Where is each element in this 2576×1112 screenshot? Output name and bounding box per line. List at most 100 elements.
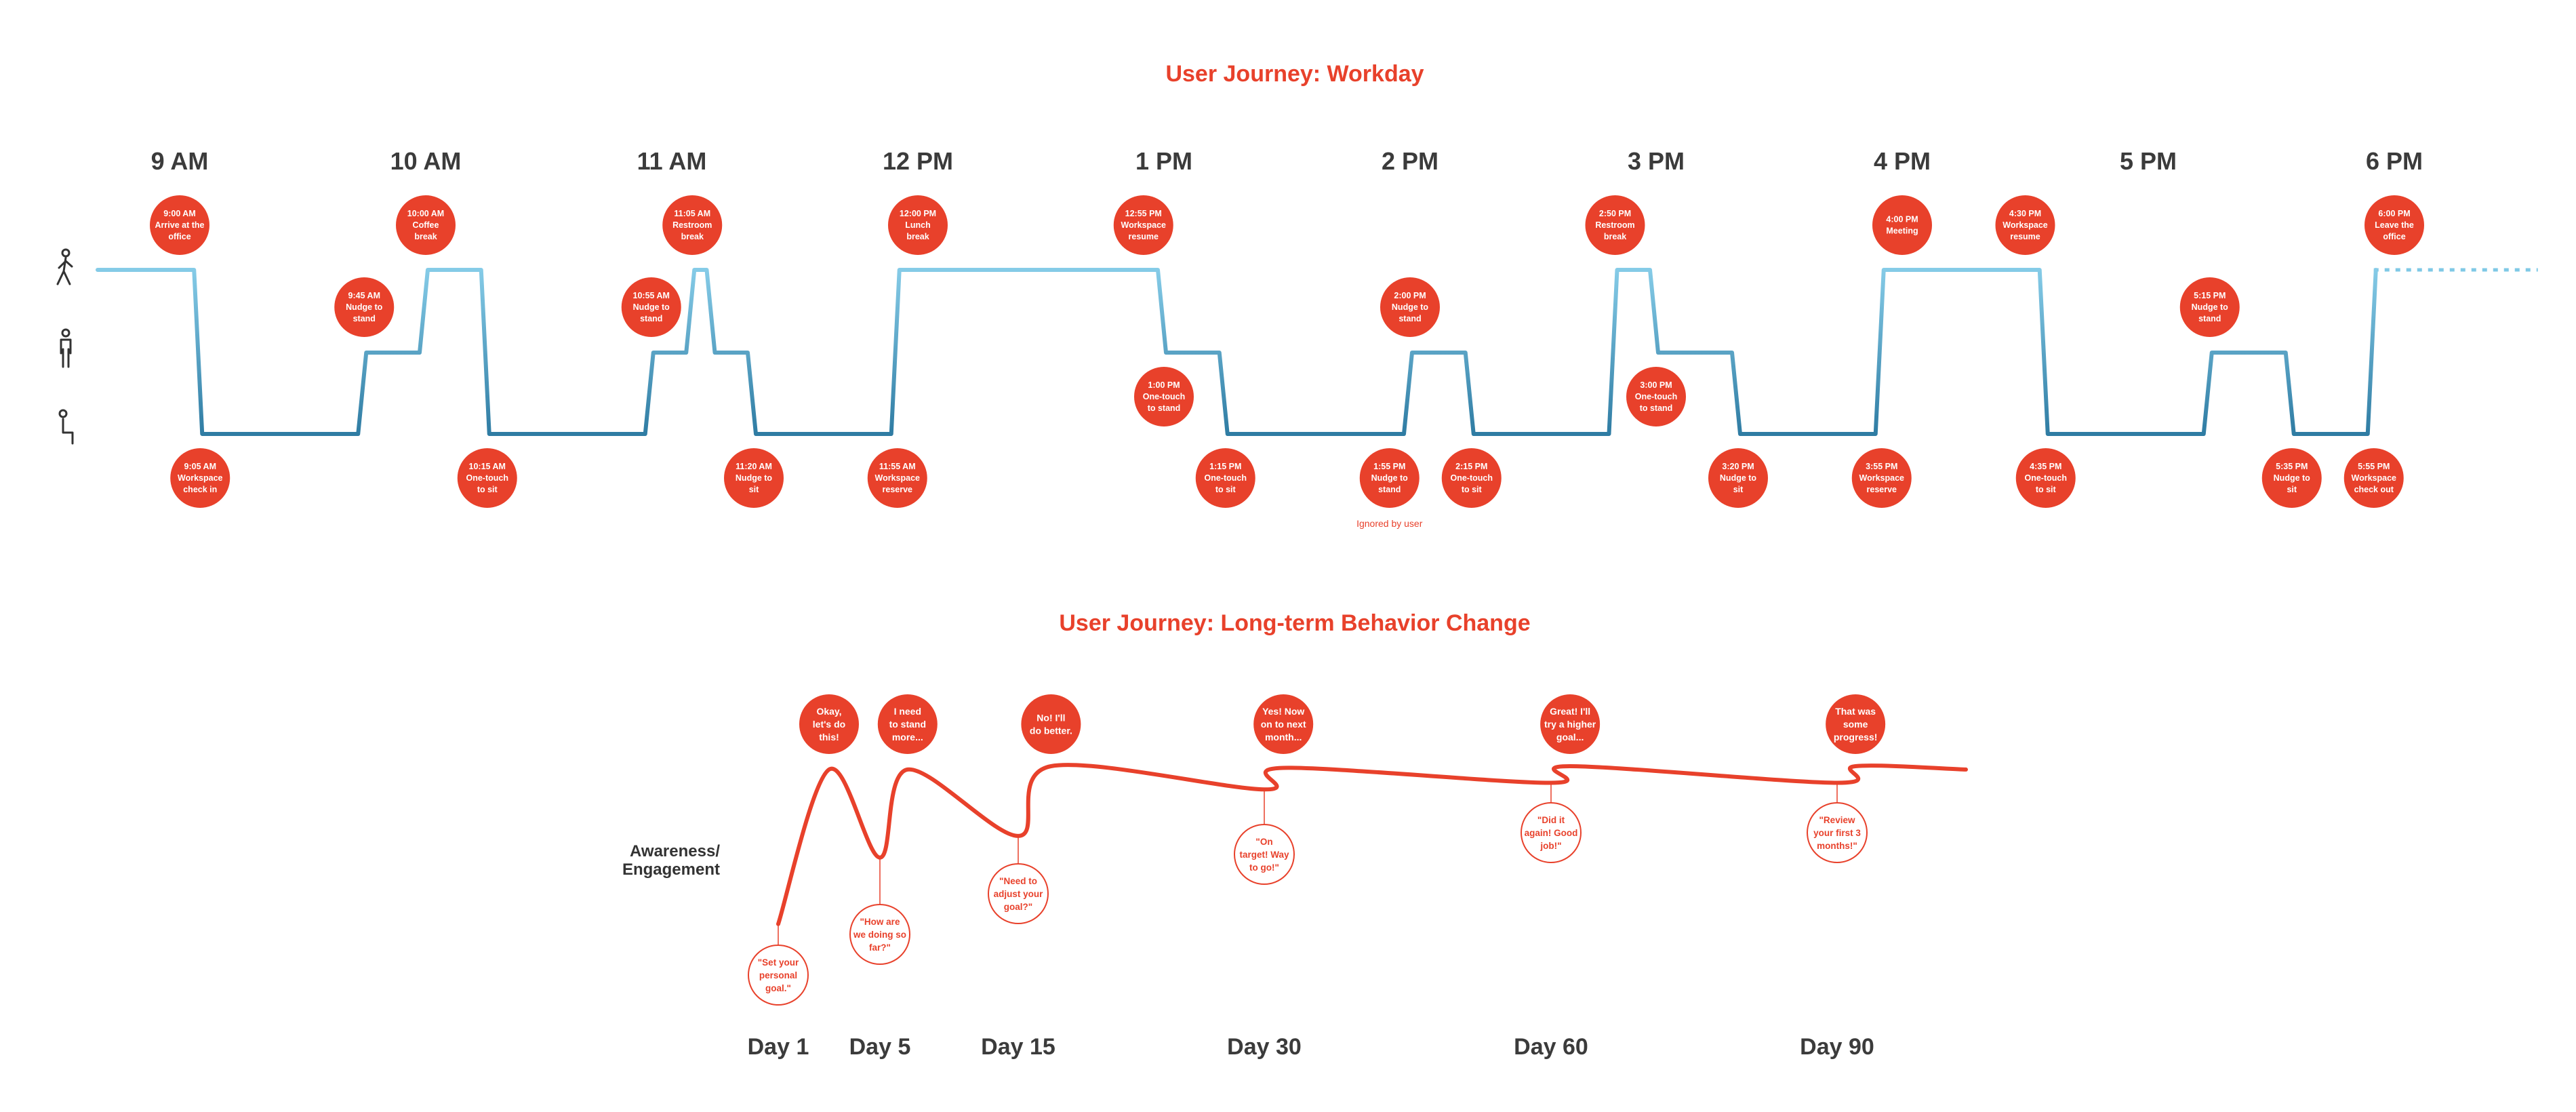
message-text: personal	[759, 970, 797, 980]
event-time: 9:00 AM	[163, 209, 195, 218]
event-circle	[1872, 195, 1932, 255]
event-time: 3:55 PM	[1866, 462, 1897, 471]
thought-text: to stand	[889, 719, 926, 730]
message-text: "How are	[860, 917, 900, 927]
message-text: adjust your	[994, 889, 1044, 899]
event-circle	[1585, 195, 1645, 255]
posture-path-line	[98, 270, 2538, 434]
event-circle	[867, 448, 927, 508]
day-label: Day 90	[1800, 1034, 1874, 1060]
hour-label: 1 PM	[1135, 147, 1192, 175]
event-circle	[1626, 367, 1686, 426]
message-text: target! Way	[1239, 850, 1289, 860]
event-circle	[2015, 448, 2076, 508]
event-label: Nudge to	[633, 302, 670, 312]
event-time: 5:15 PM	[2194, 291, 2226, 300]
event-circle	[457, 448, 517, 508]
event-time: 1:55 PM	[1373, 462, 1405, 471]
event-label: to stand	[1148, 403, 1181, 413]
event-label: to stand	[1640, 403, 1673, 413]
event-circle	[334, 277, 395, 337]
event-label: One-touch	[1143, 392, 1186, 401]
thought-text: goal...	[1556, 732, 1584, 742]
event-time: 4:30 PM	[2009, 209, 2041, 218]
event-label: stand	[1398, 314, 1421, 323]
message-text: far?"	[869, 942, 891, 953]
message-text: again! Good	[1525, 828, 1578, 838]
thought-circle	[1540, 694, 1601, 754]
thought-text: progress!	[1834, 732, 1878, 742]
engagement-curve	[776, 763, 1968, 926]
event-time: 10:15 AM	[469, 462, 506, 471]
event-circle	[621, 277, 681, 337]
thought-text: I need	[894, 706, 921, 717]
event-circle	[1195, 448, 1255, 508]
event-label: Nudge to	[736, 473, 773, 483]
message-text: months!"	[1817, 841, 1857, 851]
event-label: stand	[2198, 314, 2221, 323]
day-label: Day 1	[748, 1034, 809, 1060]
event-circle	[1380, 277, 1440, 337]
event-time: 3:20 PM	[1722, 462, 1754, 471]
event-label: sit	[1733, 485, 1744, 494]
event-time: 6:00 PM	[2378, 209, 2410, 218]
event-label: Coffee	[413, 220, 439, 230]
thought-circle	[877, 694, 938, 754]
message-text: your first 3	[1813, 828, 1861, 838]
message-text: "Set your	[758, 957, 799, 968]
thought-text: Yes! Now	[1262, 706, 1304, 717]
thought-circle	[1021, 694, 1081, 754]
event-time: 12:55 PM	[1125, 209, 1162, 218]
message-circle	[1807, 802, 1868, 863]
event-circle	[2343, 448, 2404, 508]
event-label: check out	[2354, 485, 2394, 494]
event-label: Workspace	[178, 473, 223, 483]
event-time: 10:00 AM	[407, 209, 444, 218]
event-bubble: 1:00 PM One-touch to stand	[1134, 367, 1194, 426]
event-time: 4:00 PM	[1886, 215, 1918, 224]
posture-legend	[56, 248, 74, 445]
event-bubble: 4:00 PM Meeting	[1872, 195, 1932, 255]
hour-label: 3 PM	[1628, 147, 1685, 175]
event-label: to sit	[2036, 485, 2057, 494]
sitting-person-icon	[58, 409, 74, 445]
event-label: to sit	[1462, 485, 1483, 494]
event-time: 1:00 PM	[1148, 380, 1180, 390]
event-label: stand	[640, 314, 662, 323]
day-label: Day 30	[1227, 1034, 1302, 1060]
event-time: 4:35 PM	[2030, 462, 2061, 471]
event-label: Leave the	[2375, 220, 2414, 230]
y-axis-label-line2: Engagement	[622, 860, 720, 879]
event-circle	[1441, 448, 1502, 508]
hour-label: 10 AM	[390, 147, 462, 175]
hour-label: 6 PM	[2366, 147, 2423, 175]
event-label: Meeting	[1886, 226, 1918, 236]
thought-text: this!	[819, 732, 839, 742]
thought-text: try a higher	[1544, 719, 1596, 730]
thought-text: Okay,	[816, 706, 841, 717]
